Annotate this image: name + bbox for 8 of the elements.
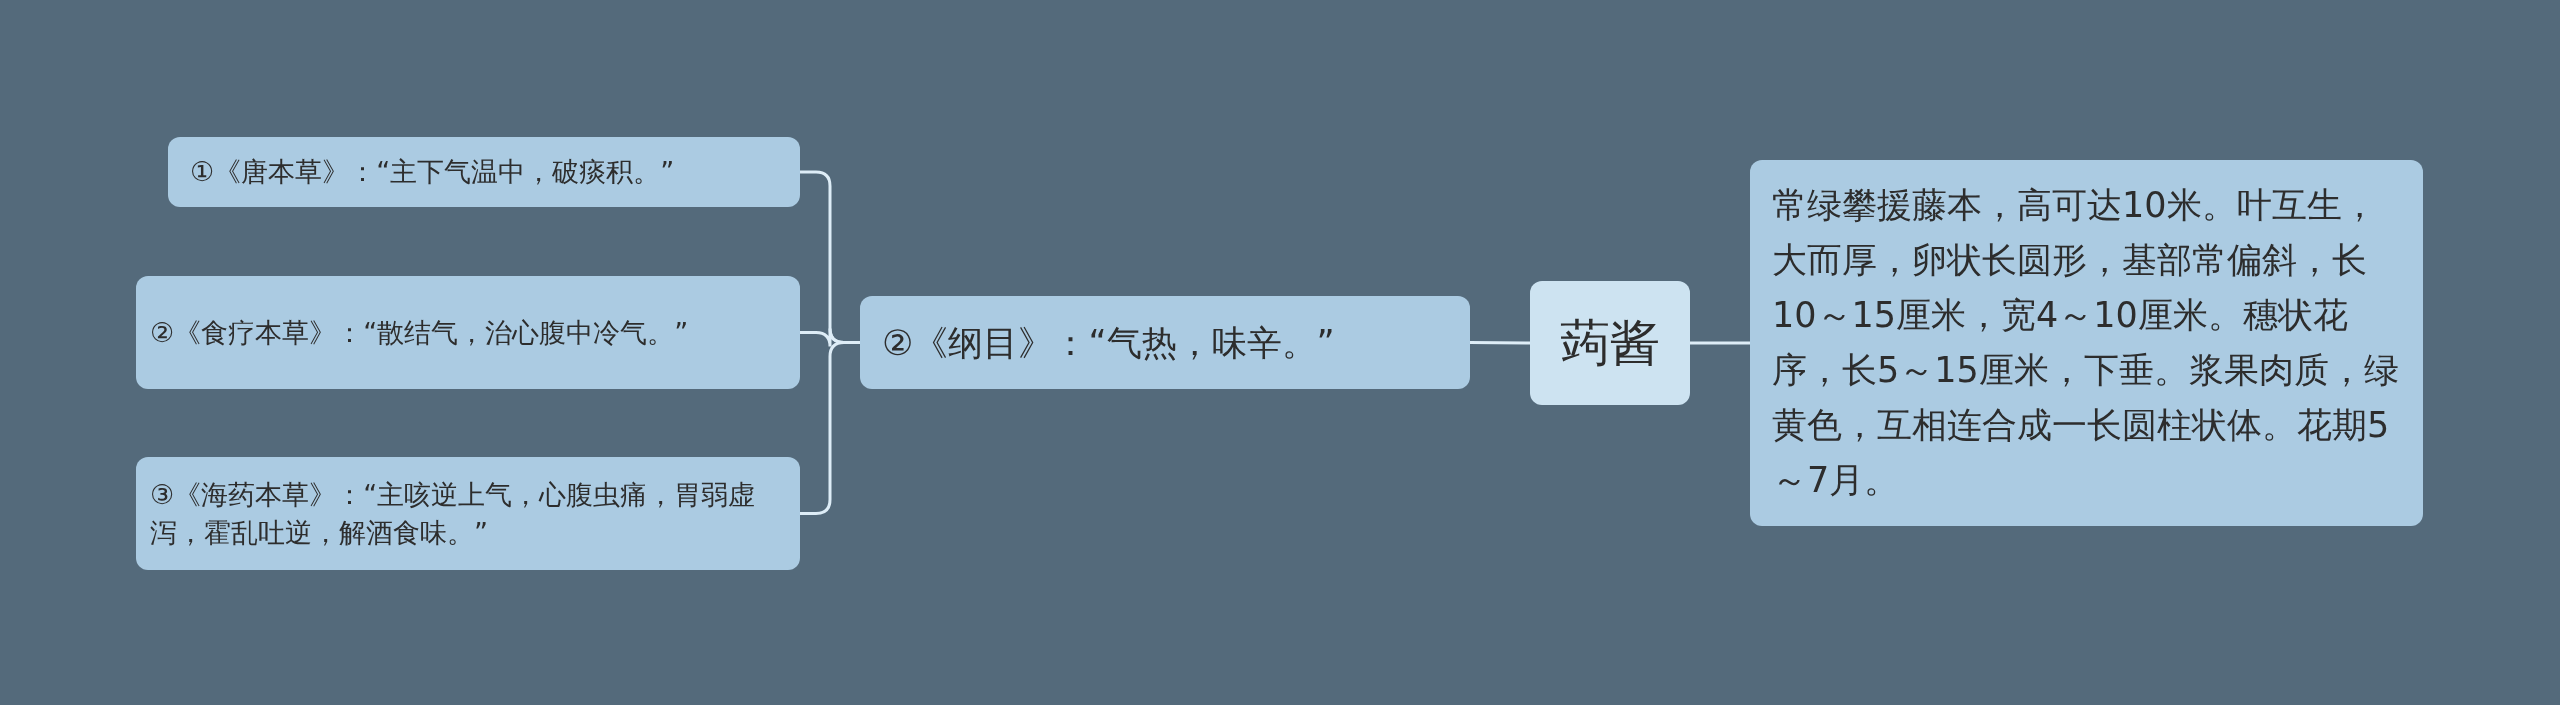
- topic-box: 蒟酱: [1530, 281, 1690, 405]
- description-box: 常绿攀援藤本，高可达10米。叶互生，大而厚，卵状长圆形，基部常偏斜，长10～15厘米，宽4～10厘米。穗状花序，长5～15厘米，下垂。浆果肉质，绿黄色，互相连合成一长圆柱状体。花期5～7月。: [1750, 160, 2423, 526]
- quote-box: ①《唐本草》：“主下气温中，破痰积。”: [168, 137, 800, 207]
- connector-line: [1470, 341, 1530, 345]
- quote-box: ②《食疗本草》：“散结气，治心腹中冷气。”: [136, 276, 800, 389]
- quote-box: ③《海药本草》：“主咳逆上气，心腹虫痛，胃弱虚泻，霍乱吐逆，解酒食味。”: [136, 457, 800, 570]
- quote-box: ②《纲目》：“气热，味辛。”: [860, 296, 1470, 389]
- connector-line: [1690, 341, 1750, 345]
